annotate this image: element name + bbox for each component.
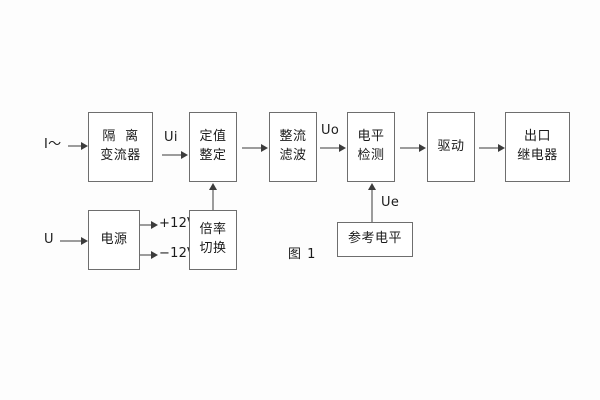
arrow-level-detect-to-drive	[400, 143, 426, 152]
block-isolation-transformer[interactable]: 隔 离 变流器	[88, 112, 153, 182]
arrow-power-supply-pos-rail	[140, 220, 158, 229]
power-rail-label-negative: −12V	[159, 246, 197, 261]
block-isolation-transformer-line-2: 变流器	[100, 148, 141, 163]
signal-label-ui: Ui	[164, 130, 178, 145]
block-output-relay-line-1: 出口	[523, 129, 551, 145]
block-multiplier-switch-line-1: 倍率	[199, 222, 227, 238]
block-output-relay[interactable]: 出口 继电器	[505, 112, 570, 182]
block-isolation-transformer-line-1: 隔 离	[102, 129, 139, 145]
block-multiplier-switch[interactable]: 倍率 切换	[189, 210, 237, 270]
block-rectify-filter[interactable]: 整流 滤波	[269, 112, 317, 182]
block-multiplier-switch-line-2: 切换	[199, 241, 227, 256]
block-drive[interactable]: 驱动	[427, 112, 475, 182]
block-rectify-filter-line-2: 滤波	[279, 148, 307, 163]
arrow-current-to-isolation	[68, 141, 88, 150]
block-drive-line-1: 驱动	[437, 138, 465, 154]
power-rail-label-positive: +12V	[159, 216, 197, 231]
block-level-detect-line-2: 检测	[357, 148, 385, 163]
block-reference-level-line-1: 参考电平	[347, 231, 402, 247]
arrow-voltage-to-power-supply	[60, 236, 88, 245]
block-power-supply[interactable]: 电源	[88, 210, 140, 270]
arrow-rectify-to-level-detect	[320, 143, 346, 152]
block-reference-level[interactable]: 参考电平	[337, 222, 413, 257]
input-label-current: I～	[44, 137, 62, 152]
arrow-setting-to-rectify	[242, 143, 268, 152]
arrow-reference-level-to-level-detect	[367, 183, 376, 222]
figure-caption: 图 1	[288, 247, 317, 262]
block-power-supply-line-1: 电源	[100, 231, 128, 247]
input-label-voltage: U	[44, 232, 54, 247]
block-level-detect[interactable]: 电平 检测	[347, 112, 395, 182]
block-setting-value-line-1: 定值	[199, 129, 227, 145]
arrow-isolation-to-setting	[162, 150, 188, 159]
block-setting-value-line-2: 整定	[199, 148, 227, 163]
signal-label-ue: Ue	[381, 195, 400, 210]
arrow-power-supply-neg-rail	[140, 250, 158, 259]
block-rectify-filter-line-1: 整流	[279, 129, 307, 145]
arrow-drive-to-output-relay	[479, 143, 505, 152]
arrow-multiplier-switch-to-setting	[208, 183, 217, 210]
block-output-relay-line-2: 继电器	[517, 148, 558, 163]
block-level-detect-line-1: 电平	[357, 129, 385, 145]
signal-label-uo: Uo	[321, 123, 340, 138]
block-setting-value[interactable]: 定值 整定	[189, 112, 237, 182]
